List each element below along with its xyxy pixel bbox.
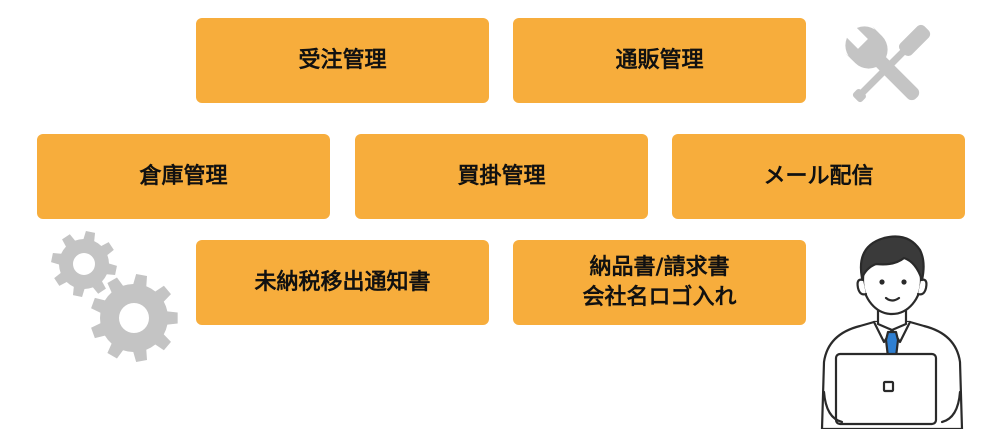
tile-label: 買掛管理 <box>457 163 546 189</box>
tile-accounts-payable-management[interactable]: 買掛管理 <box>355 134 648 219</box>
tile-label: 通販管理 <box>615 47 704 73</box>
tile-mail-order-management[interactable]: 通販管理 <box>513 18 806 103</box>
tile-label-line-2: 会社名ロゴ入れ <box>582 284 737 310</box>
gear-icon <box>51 231 117 297</box>
tile-label: メール配信 <box>763 163 874 189</box>
tile-label: 受注管理 <box>298 47 387 73</box>
tile-label-group: 納品書/請求書 会社名ロゴ入れ <box>582 253 736 312</box>
tile-label: 未納税移出通知書 <box>254 269 431 295</box>
gears-icon <box>51 231 178 362</box>
tile-label-line-1: 納品書/請求書 <box>589 254 730 280</box>
tile-warehouse-management[interactable]: 倉庫管理 <box>37 134 330 219</box>
tile-order-management[interactable]: 受注管理 <box>196 18 489 103</box>
wrench-screwdriver-icon <box>843 24 931 103</box>
person-laptop-illustration <box>820 235 964 429</box>
tile-label: 倉庫管理 <box>139 163 228 189</box>
tile-invoice-logo[interactable]: 納品書/請求書 会社名ロゴ入れ <box>513 240 806 325</box>
tile-untaxed-shipment-notice[interactable]: 未納税移出通知書 <box>196 240 489 325</box>
gear-icon <box>91 274 178 362</box>
tile-email-delivery[interactable]: メール配信 <box>672 134 965 219</box>
